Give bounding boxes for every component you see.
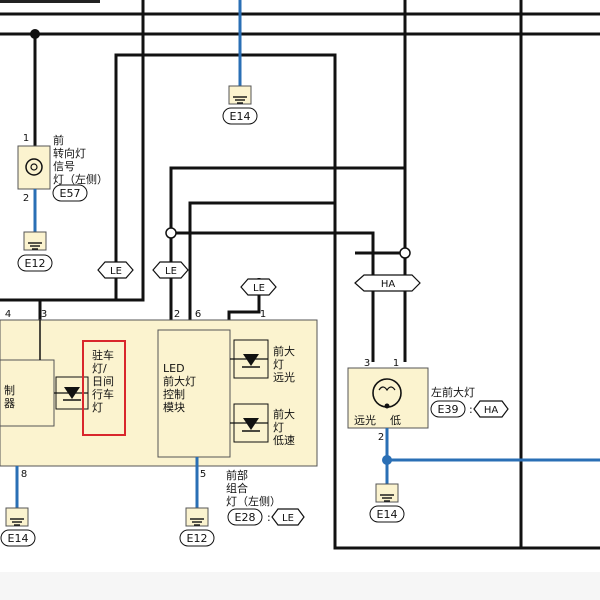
connector-separator: :: [267, 511, 271, 524]
turn-lamp-connector: E57: [60, 187, 81, 200]
pin3-wire: [38, 0, 145, 320]
module-pin-3: 3: [41, 309, 47, 320]
headlamp-connector: E39: [438, 403, 459, 416]
turn-lamp-label-3: 信号: [53, 160, 75, 173]
harness-wire-c: [171, 231, 375, 362]
led-icon: [243, 354, 259, 366]
ground-label-turn: E12: [25, 257, 46, 270]
ground-label-top: E14: [230, 110, 251, 123]
parking-label-1: 驻车: [92, 348, 114, 362]
turn-lamp-connector-badge: [52, 184, 88, 202]
headlamp-high-label: 远光: [354, 413, 376, 427]
connector-separator: :: [469, 403, 473, 416]
module-connector: E28: [235, 511, 256, 524]
module-connector-tag-text: LE: [282, 513, 294, 524]
controller-label-1: 制: [4, 384, 15, 397]
turn-lamp-pin-1: 1: [23, 133, 29, 144]
module-pin-6: 6: [195, 309, 201, 320]
le-tag-3: LE: [240, 278, 277, 296]
module-pin-2: 2: [174, 309, 180, 320]
module-pin-4: 4: [5, 309, 11, 320]
led-icon: [64, 387, 80, 399]
le-tag-2: LE: [152, 261, 189, 279]
splice-node: [165, 227, 177, 239]
module-caption-3: 灯（左侧）: [226, 495, 281, 508]
headlamp-connector-tag-text: HA: [484, 405, 499, 416]
connector-badge: [369, 505, 405, 523]
led-module-label-2: 前大灯: [163, 374, 196, 388]
ground-symbol-bottom-mid: [185, 507, 209, 527]
parking-label-3: 日间: [92, 375, 114, 388]
le-tag-1-text: LE: [110, 266, 122, 277]
headlamp-common-node: [384, 403, 390, 409]
loop-wire-outer: [114, 53, 600, 550]
ground-label-bottom-mid: E12: [187, 532, 208, 545]
headlamp-filament-icon: [378, 386, 396, 392]
connector-badge: [0, 529, 36, 547]
bottom-band: [0, 572, 600, 600]
module-pin-5: 5: [200, 469, 206, 480]
ground-symbol-turn: [23, 231, 47, 251]
high-beam-label-3: 远光: [273, 370, 295, 384]
high-beam-label-1: 前大: [273, 344, 295, 358]
turn-lamp-label-4: 灯（左侧）: [53, 173, 108, 186]
parking-label-4: 行车: [92, 387, 114, 401]
headlamp-low-label: 低: [390, 414, 401, 427]
headlamp-connector-tag: HA: [473, 400, 509, 418]
splice-node: [399, 247, 411, 259]
le-tag-1: LE: [97, 261, 134, 279]
top-frame-fragment: [0, 0, 100, 3]
module-caption-1: 前部: [226, 468, 248, 482]
module-connector-tag: LE: [271, 508, 305, 526]
ground-label-bottom-left: E14: [8, 532, 29, 545]
led-module-label-1: LED: [163, 362, 185, 375]
led-icon: [243, 418, 259, 430]
harness-wire-a: [169, 166, 407, 320]
parking-label-5: 灯: [92, 401, 103, 414]
module-caption-2: 组合: [226, 481, 248, 495]
high-beam-label-2: 灯: [273, 358, 284, 371]
turn-lamp-bulb-icon: [25, 158, 43, 176]
connector-badge: [179, 529, 215, 547]
le-tag-2-text: LE: [165, 266, 177, 277]
led-module-label-3: 控制: [163, 387, 185, 401]
headlamp-connector-badge: [430, 400, 466, 418]
module-pin-8: 8: [21, 469, 27, 480]
headlamp-pin-3: 3: [364, 358, 370, 369]
headlamp-label: 左前大灯: [431, 385, 475, 399]
turn-lamp-label-1: 前: [53, 133, 64, 147]
module-connector-badge: [227, 508, 263, 526]
low-beam-label-1: 前大: [273, 407, 295, 421]
left-headlamp-body: [347, 367, 429, 429]
connector-badge: [17, 254, 53, 272]
highlight-box: [82, 340, 126, 436]
ha-tag: HA: [354, 274, 421, 292]
ground-junction-dot: [382, 455, 392, 465]
ground-symbol-headlamp: [375, 483, 399, 503]
ground-symbol-top: [228, 85, 252, 105]
harness-wire-b: [188, 201, 336, 320]
turn-lamp-filament-icon: [30, 163, 38, 171]
low-beam-label-2: 灯: [273, 421, 284, 434]
turn-lamp-body: [17, 145, 51, 190]
ground-label-headlamp: E14: [377, 508, 398, 521]
parking-label-2: 灯/: [92, 362, 107, 375]
headlamp-pin-2: 2: [378, 432, 384, 443]
ha-tag-text: HA: [381, 279, 396, 290]
le-tag-3-text: LE: [253, 283, 265, 294]
module-pin-1: 1: [260, 309, 266, 320]
ground-symbol-bottom-left: [5, 507, 29, 527]
connector-badge: [222, 107, 258, 125]
headlamp-pin-1: 1: [393, 358, 399, 369]
low-beam-label-3: 低速: [273, 434, 295, 447]
turn-lamp-pin-2: 2: [23, 193, 29, 204]
turn-lamp-label-2: 转向灯: [53, 146, 86, 160]
led-control-module: [157, 329, 231, 458]
led-module-label-4: 模块: [163, 401, 185, 414]
controller-label-2: 器: [4, 397, 15, 410]
